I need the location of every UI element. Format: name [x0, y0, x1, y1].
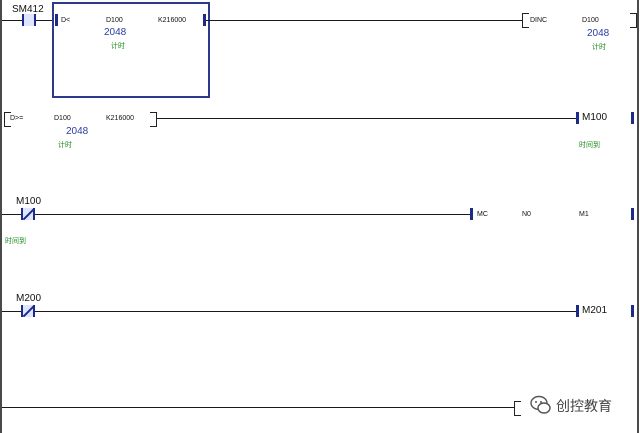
rung-wire: [206, 20, 522, 21]
normally-closed-contact[interactable]: [21, 208, 35, 220]
contact-comment: 时间到: [5, 238, 26, 245]
normally-open-contact[interactable]: [22, 14, 36, 26]
compare-bracket-left: [55, 14, 58, 26]
right-power-rail: [637, 0, 639, 433]
rung-wire: [2, 407, 514, 408]
compare-operand2: K216000: [158, 17, 187, 24]
compare-operand1-comment: 计时: [58, 142, 72, 149]
instruction-arg2: M1: [579, 211, 589, 218]
instruction-operand: D100: [582, 17, 599, 24]
compare-bracket-left: [4, 112, 11, 127]
coil-right-icon: [631, 112, 634, 124]
contact-label: SM412: [12, 4, 44, 15]
compare-operand1-value: 2048: [66, 126, 89, 137]
coil-label[interactable]: M100: [582, 112, 608, 123]
compare-operand1: D100: [106, 17, 123, 24]
contact-label: M100: [16, 196, 42, 207]
compare-bracket-right: [150, 112, 157, 127]
compare-operator: D<: [61, 17, 71, 24]
coil-right-icon: [631, 305, 634, 317]
wechat-icon: [530, 394, 552, 416]
compare-operand2: K216000: [106, 115, 135, 122]
watermark-text: 创控教育: [556, 398, 612, 414]
rung-wire: [2, 311, 576, 312]
instruction-bracket-left: [522, 13, 529, 28]
compare-operator: D>=: [10, 115, 24, 122]
instruction-bracket-right: [630, 13, 637, 28]
coil-left-icon: [576, 305, 579, 317]
contact-label: M200: [16, 293, 42, 304]
normally-closed-contact[interactable]: [21, 305, 35, 317]
instruction-bracket-left: [470, 208, 473, 220]
instruction-name: MC: [477, 211, 488, 218]
rung-wire: [157, 118, 577, 119]
compare-operand1: D100: [54, 115, 71, 122]
selected-instruction-box[interactable]: [52, 2, 210, 98]
left-power-rail: [0, 0, 2, 433]
instruction-arg1: N0: [522, 211, 531, 218]
coil-label[interactable]: M201: [582, 305, 608, 316]
coil-left-icon: [576, 112, 579, 124]
compare-operand1-value: 2048: [104, 27, 127, 38]
instruction-bracket-right: [631, 208, 634, 220]
instruction-name: DINC: [530, 17, 548, 24]
instruction-bracket-left: [514, 401, 521, 416]
instruction-operand-comment: 计时: [592, 44, 606, 51]
coil-comment: 时间到: [579, 142, 600, 149]
rung-wire: [2, 214, 470, 215]
compare-operand1-comment: 计时: [111, 43, 125, 50]
compare-bracket-right: [203, 14, 206, 26]
instruction-operand-value: 2048: [587, 28, 610, 39]
